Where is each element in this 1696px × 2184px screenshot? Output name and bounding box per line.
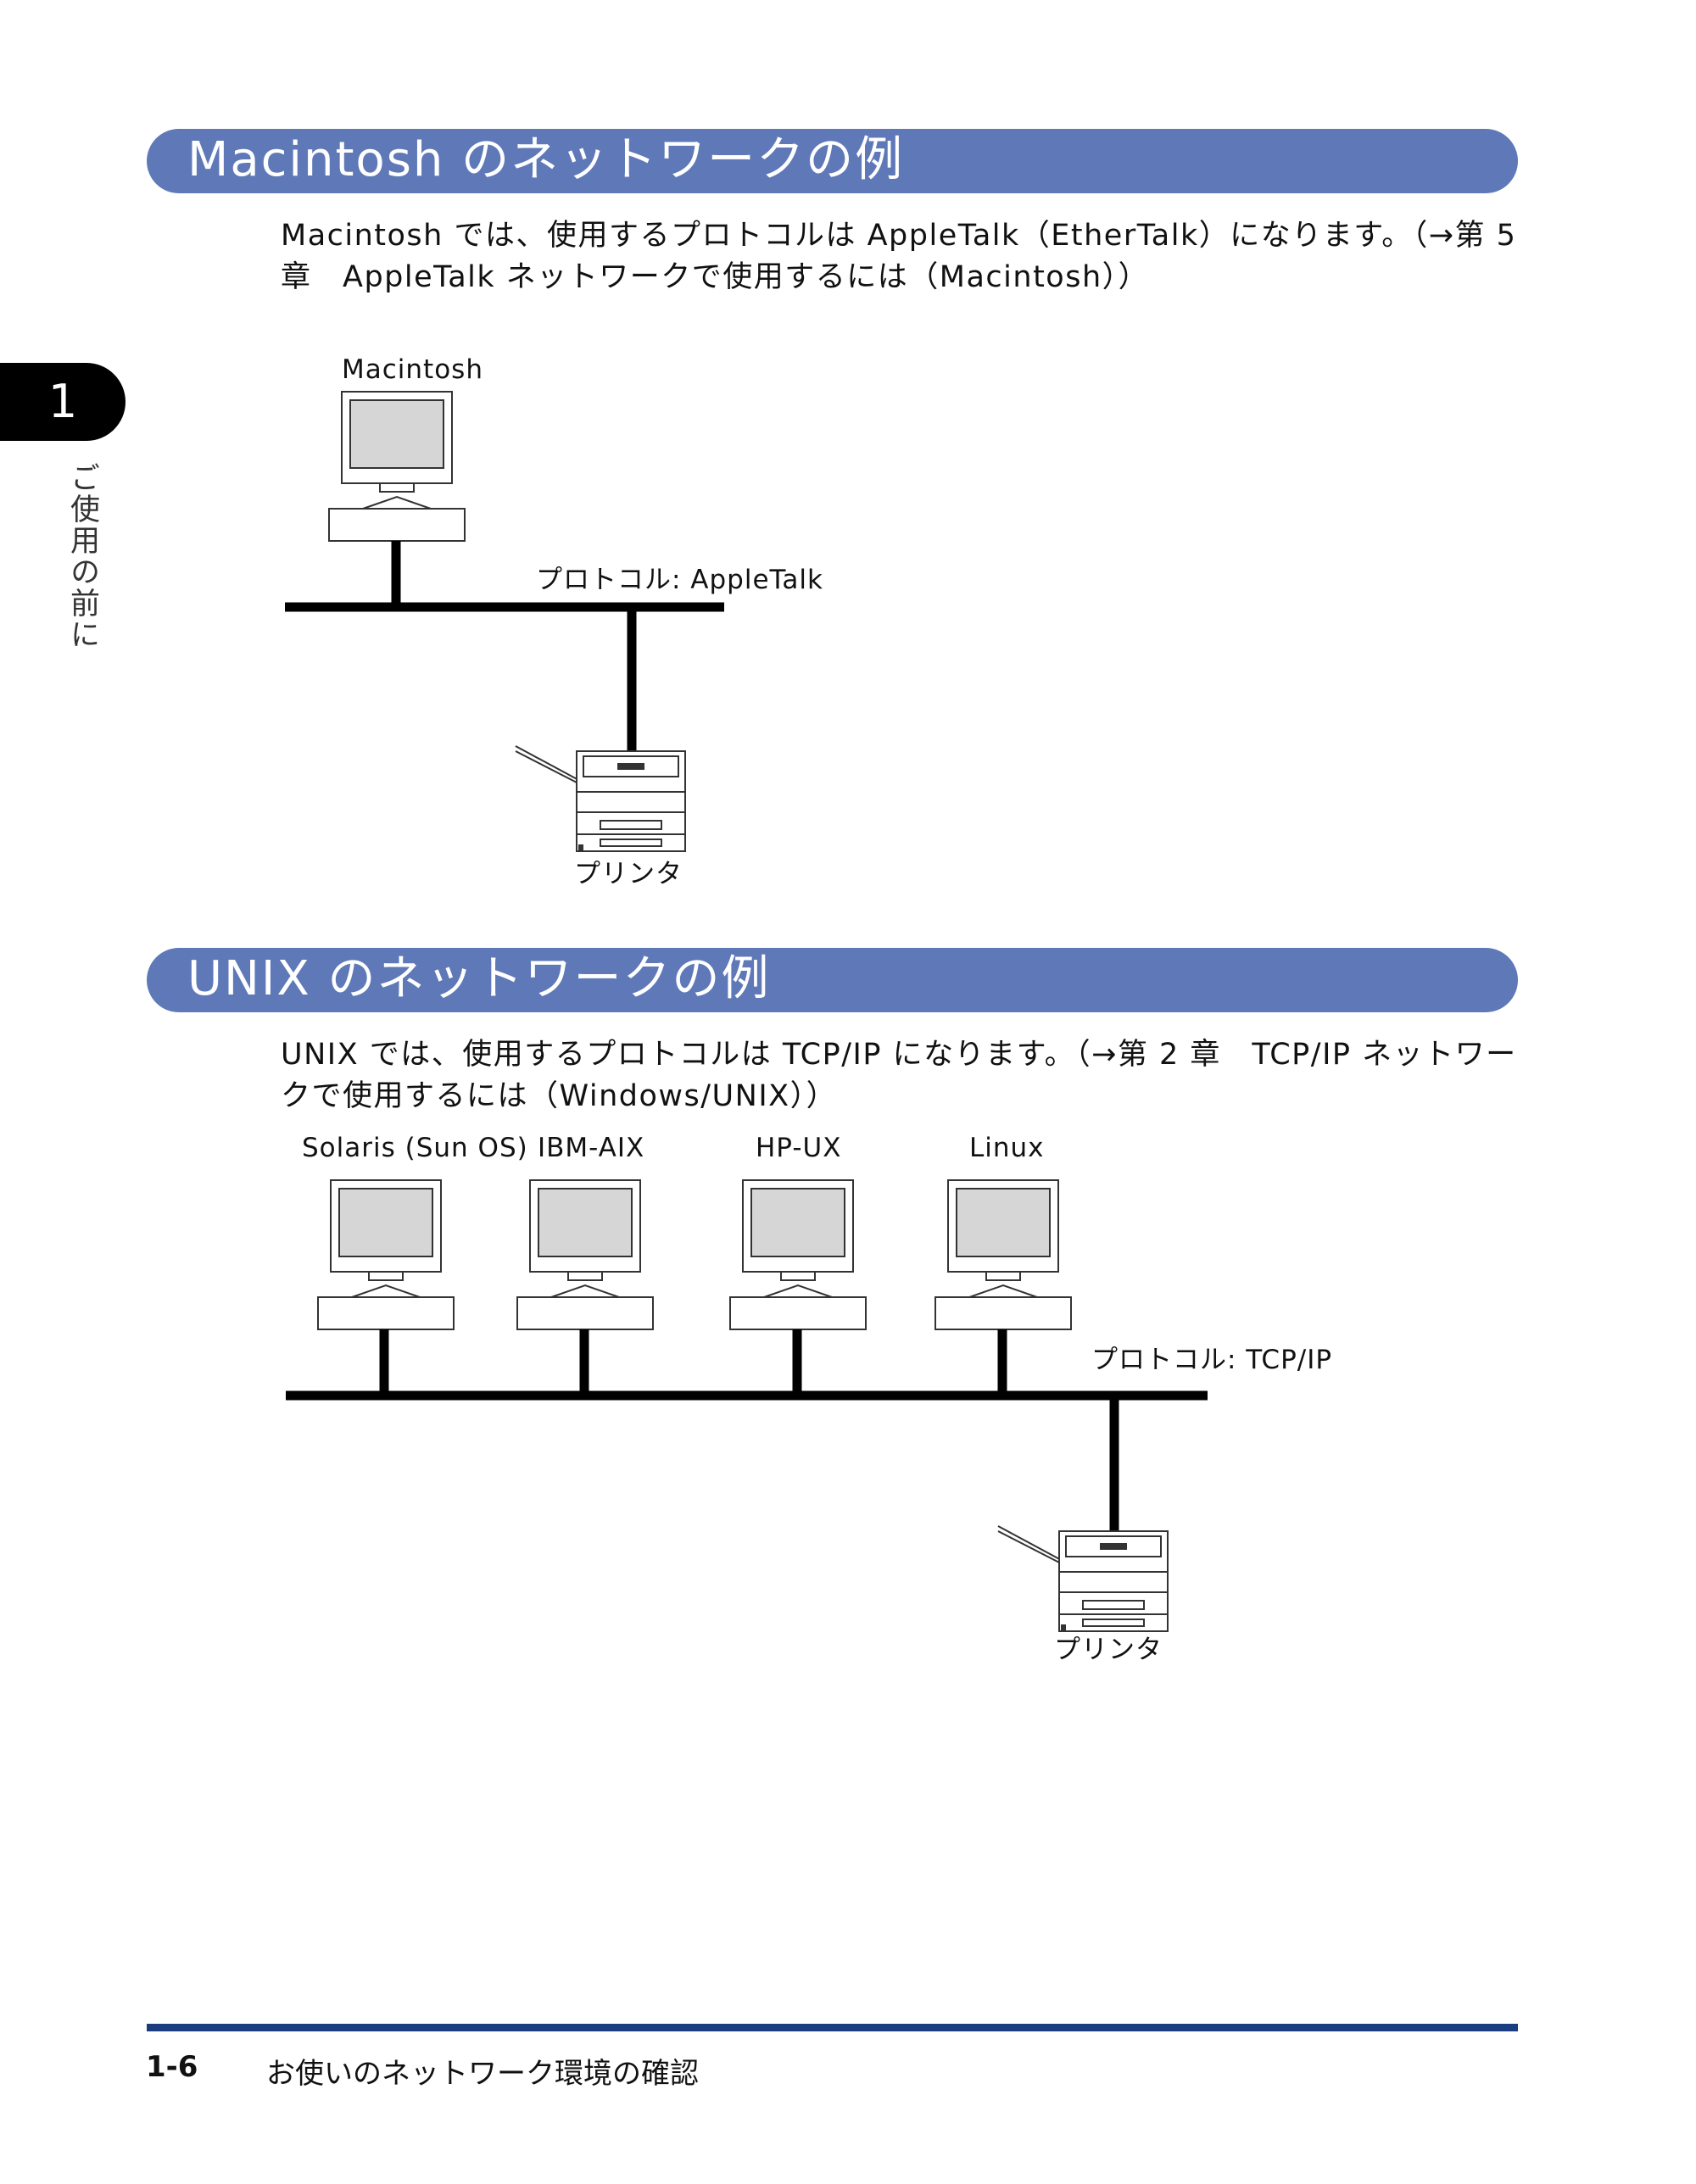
printer-icon [515,745,686,852]
printer-icon [997,1525,1169,1632]
footer-rule [147,2024,1518,2031]
computer-label-ibm-aix: IBM-AIX [538,1133,645,1163]
protocol-label-tcpip: プロトコル: TCP/IP [1091,1345,1333,1375]
protocol-label-appletalk: プロトコル: AppleTalk [536,565,823,595]
solaris-computer-icon [317,1179,455,1330]
page-number: 1-6 [146,2050,198,2084]
section-title: Macintosh のネットワークの例 [187,132,905,187]
footer-title: お使いのネットワーク環境の確認 [266,2057,699,2091]
section-header-macintosh: Macintosh のネットワークの例 [147,129,1518,193]
macintosh-label: Macintosh [342,354,483,385]
paragraph-line: クで使用するには（Windows/UNIX）） [281,1079,838,1113]
paragraph-line: UNIX では、使用するプロトコルは TCP/IP になります。（→第 2 章 … [281,1038,1517,1072]
chapter-tab: 1 [0,363,126,441]
linux-computer-icon [934,1179,1072,1330]
printer-label: プリンタ [574,859,683,889]
computer-label-linux: Linux [969,1133,1045,1163]
section-title: UNIX のネットワークの例 [187,951,771,1006]
macintosh-computer-icon [328,391,466,542]
section-2-paragraph: UNIX では、使用するプロトコルは TCP/IP になります。（→第 2 章 … [281,1034,1519,1117]
paragraph-line: 章 AppleTalk ネットワークで使用するには（Macintosh）） [281,260,1150,294]
section-1-paragraph: Macintosh では、使用するプロトコルは AppleTalk（EtherT… [281,215,1519,298]
chapter-vertical-title: ご使用の前に [65,462,99,650]
paragraph-line: Macintosh では、使用するプロトコルは AppleTalk（EtherT… [281,219,1517,253]
hp-ux-computer-icon [729,1179,867,1330]
computer-label-solaris: Solaris (Sun OS) [302,1133,528,1163]
computer-label-hp-ux: HP-UX [756,1133,842,1163]
ibm-aix-computer-icon [516,1179,654,1330]
printer-label: プリンタ [1054,1635,1163,1665]
section-header-unix: UNIX のネットワークの例 [147,948,1518,1012]
